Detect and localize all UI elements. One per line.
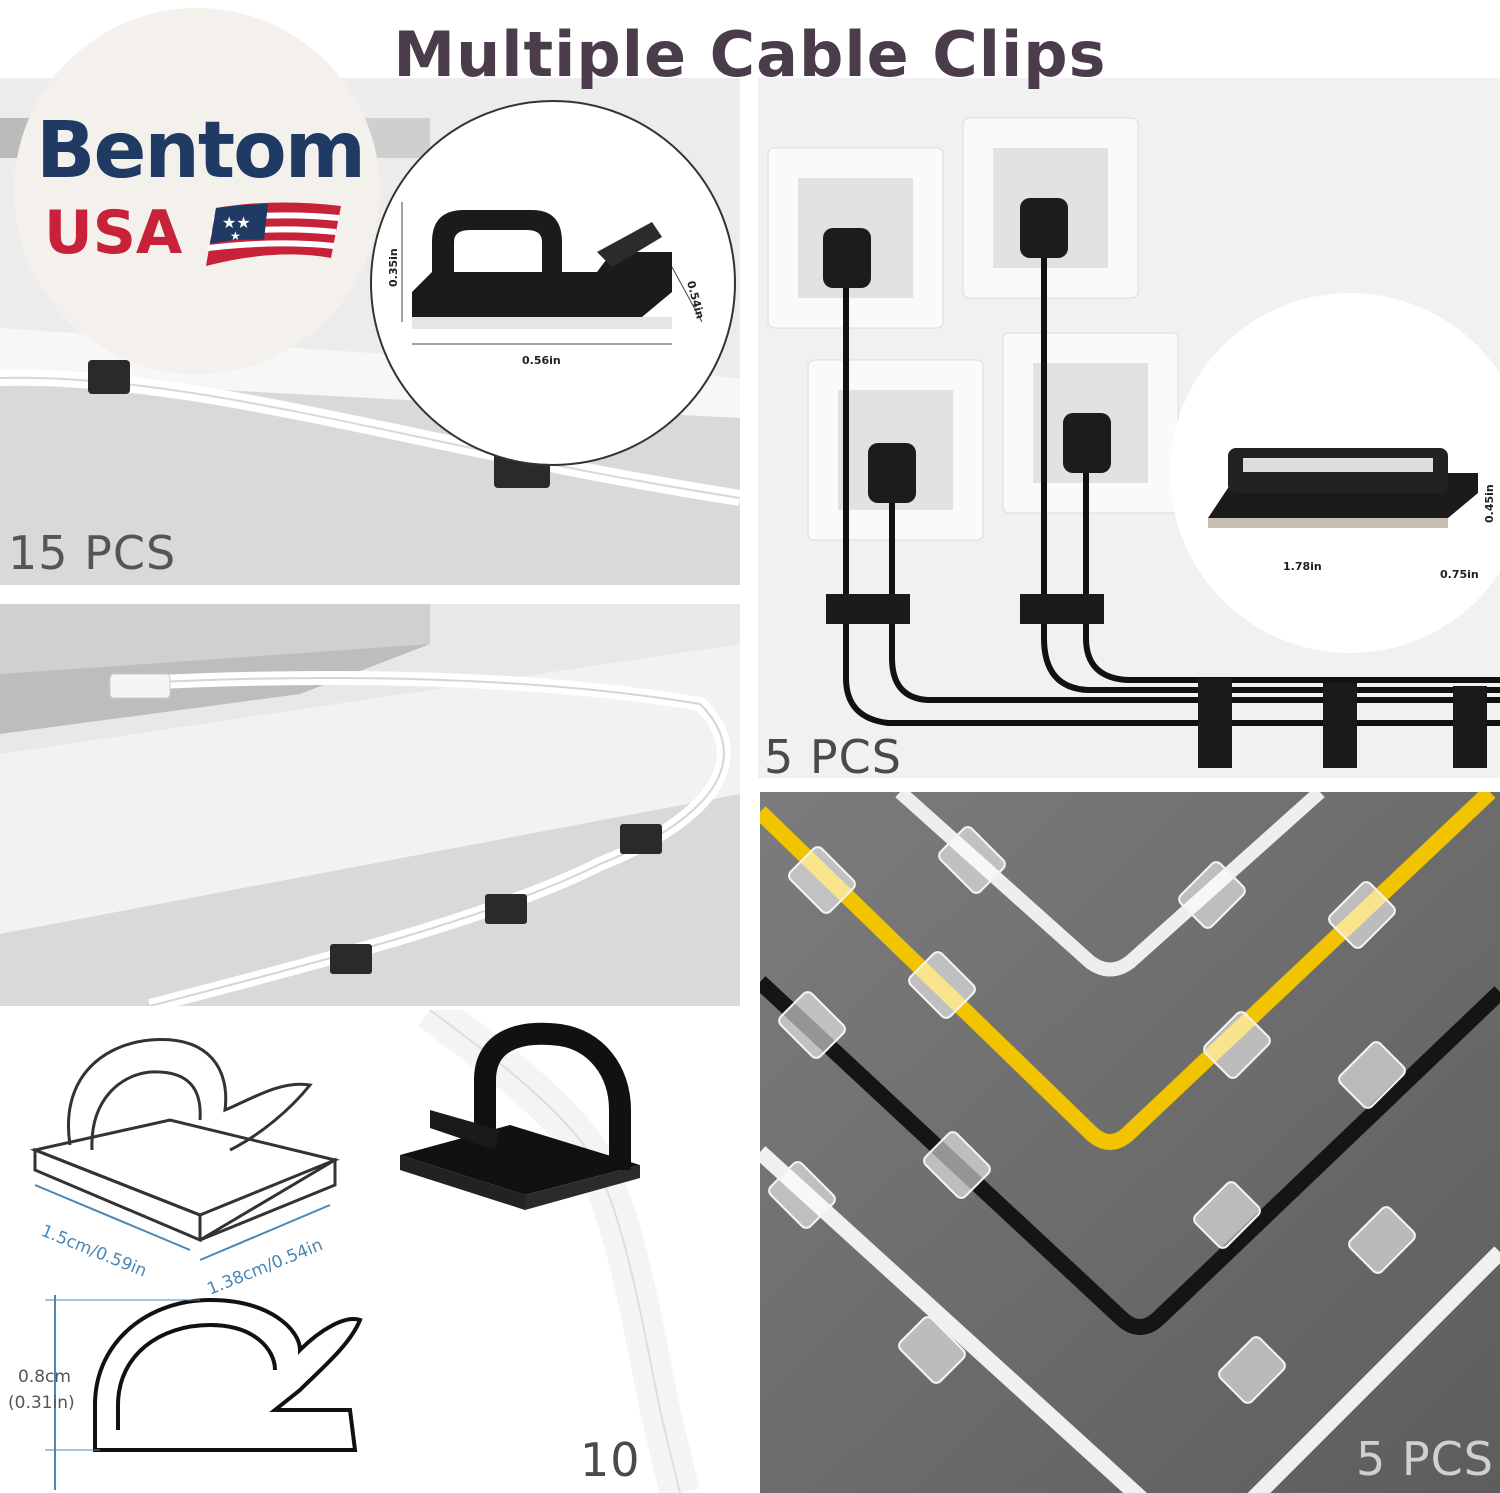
sketch-width-label: 1.38cm/0.54in	[204, 1235, 325, 1300]
panel-outlet-clips: 1.78in 0.75in 0.45in 5 PCS	[758, 78, 1500, 778]
sketch-length-label: 1.5cm/0.59in	[38, 1221, 149, 1282]
svg-text:★: ★	[230, 229, 241, 243]
panel-laptop-clips	[0, 604, 740, 1006]
sketch-height-in: (0.31in)	[8, 1393, 75, 1413]
quantity-label: 15 PCS	[8, 526, 177, 580]
large-height-label: 0.45in	[1483, 484, 1496, 523]
brand-country: USA	[44, 198, 183, 268]
large-width-label: 1.78in	[1283, 560, 1322, 573]
svg-text:★★: ★★	[222, 213, 251, 232]
quantity-label: 5 PCS	[764, 730, 902, 778]
brand-name: Bentom	[36, 106, 366, 196]
quantity-label: 5 PCS	[1356, 1432, 1494, 1486]
depth-label: 0.54in	[684, 279, 707, 320]
laptop-clips-photo	[0, 604, 740, 1006]
clear-clips-photo	[760, 792, 1500, 1493]
panel-single-clip: 1.5cm/0.59in 1.38cm/0.54in 0.8cm (0.31in…	[0, 1010, 740, 1493]
single-clip-sketch: 1.5cm/0.59in 1.38cm/0.54in 0.8cm (0.31in…	[8, 1010, 740, 1493]
height-label: 0.35in	[387, 248, 400, 287]
brand-logo: Bentom USA ★★ ★	[14, 8, 380, 374]
panel-clear-clips: 5 PCS	[760, 792, 1500, 1493]
quantity-label: 10 PCS	[580, 1433, 671, 1493]
outlet-clips-photo: 1.78in 0.75in 0.45in	[758, 78, 1500, 778]
sketch-height-cm: 0.8cm	[18, 1367, 71, 1387]
small-clip-inset: 0.35in 0.56in 0.54in	[370, 100, 736, 466]
width-label: 0.56in	[522, 354, 561, 367]
flag-icon: ★★ ★	[206, 202, 341, 266]
large-depth-label: 0.75in	[1440, 568, 1479, 581]
small-clip-diagram: 0.35in 0.56in 0.54in	[387, 202, 707, 367]
page-title: Multiple Cable Clips	[393, 18, 1107, 91]
